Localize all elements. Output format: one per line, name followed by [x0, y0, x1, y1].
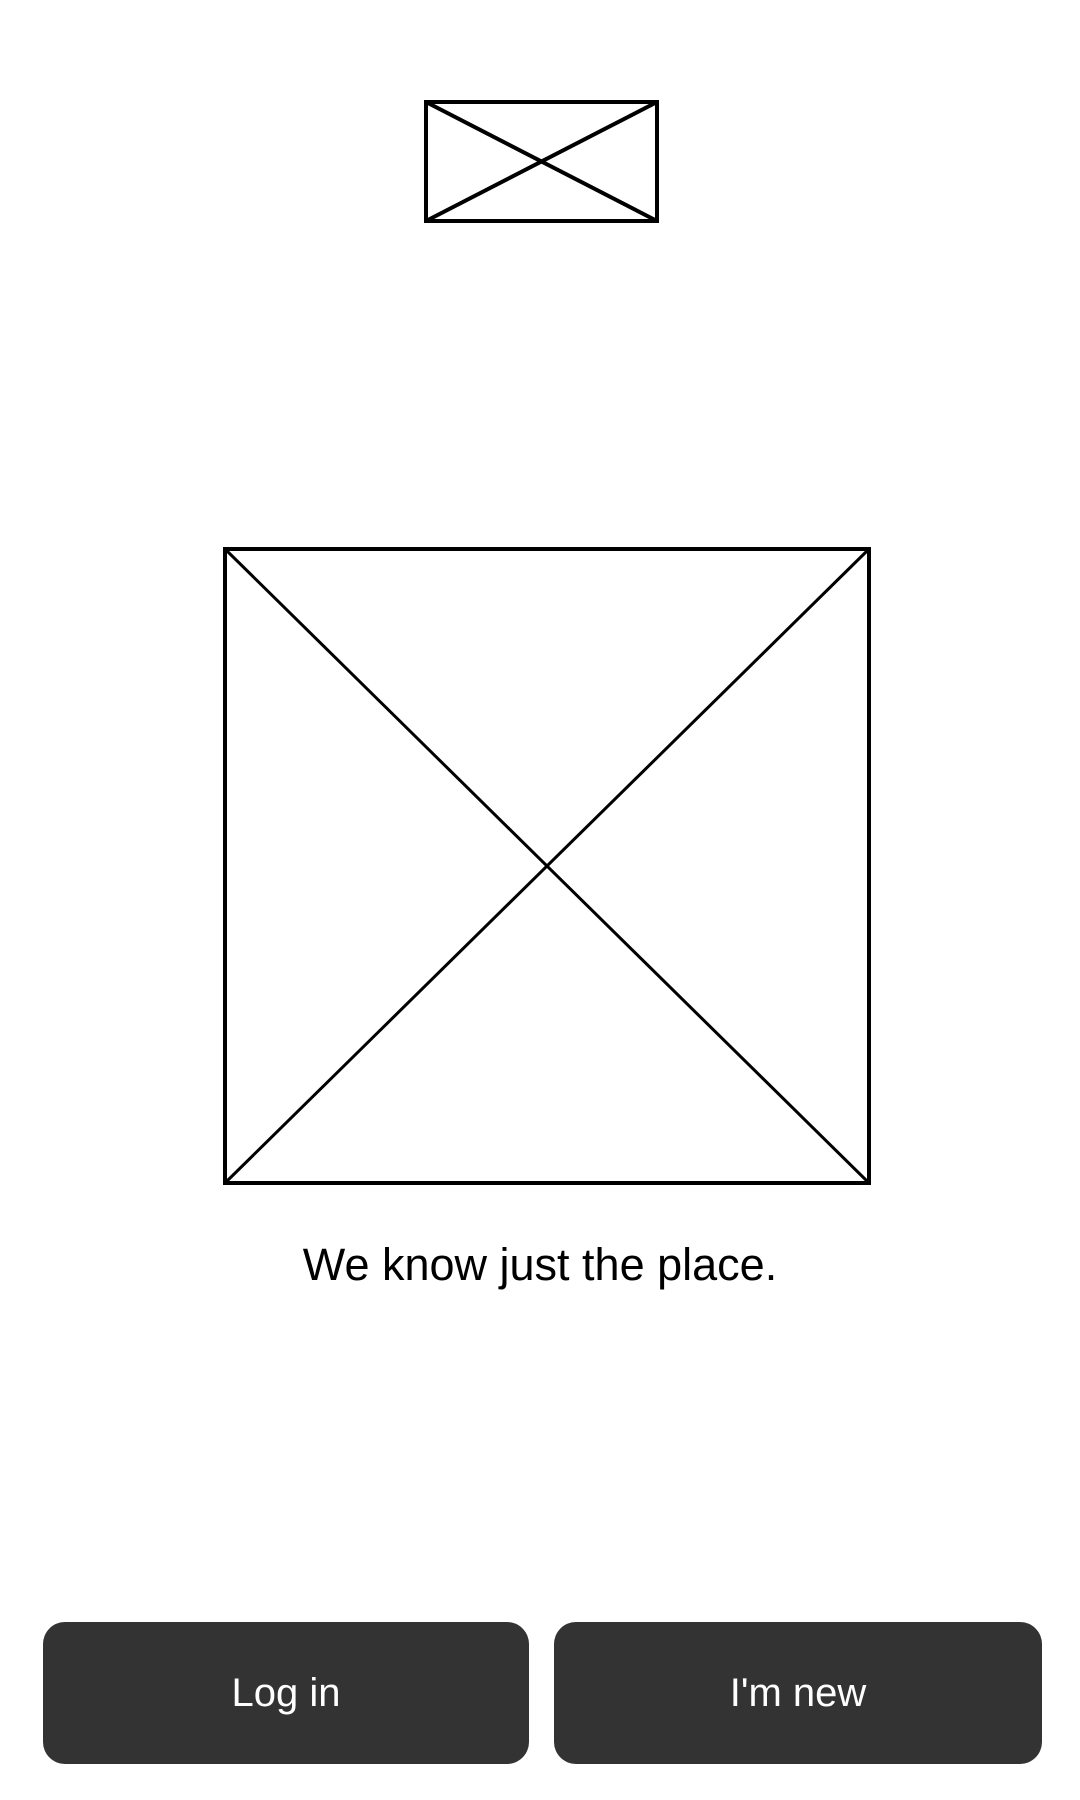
logo-image-placeholder [424, 100, 659, 223]
tagline-text: We know just the place. [302, 1239, 778, 1290]
sign-up-button[interactable]: I'm new [554, 1622, 1042, 1764]
image-placeholder-icon [424, 100, 659, 223]
login-button-label: Log in [231, 1670, 341, 1715]
sign-up-button-label: I'm new [729, 1670, 867, 1715]
hero-image-placeholder [223, 547, 871, 1185]
login-button[interactable]: Log in [43, 1622, 529, 1764]
image-placeholder-icon [223, 547, 871, 1185]
